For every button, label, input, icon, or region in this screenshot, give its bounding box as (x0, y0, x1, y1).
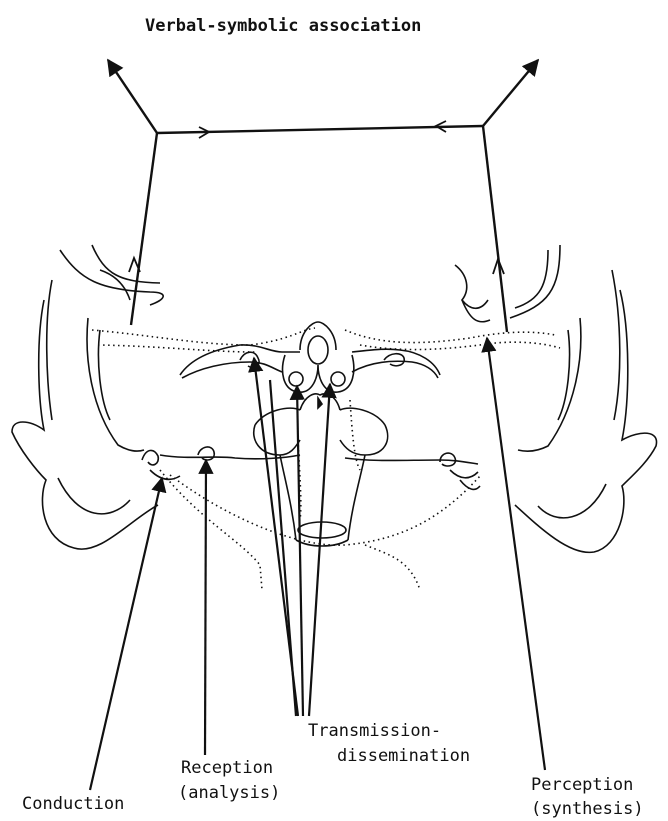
left-vertical-line (131, 133, 157, 325)
perception-label-line1: Perception (531, 775, 633, 795)
perception-label-line2: (synthesis) (531, 799, 644, 819)
transmission-label-line2: dissemination (337, 746, 470, 766)
reception-label-line1: Reception (181, 758, 273, 778)
transmission-line-c (309, 384, 330, 716)
right-up-arrow (483, 60, 538, 126)
association-pathway (108, 60, 538, 332)
transmission-line-b (297, 386, 303, 716)
perception-line (487, 338, 545, 770)
reception-label-line2: (analysis) (178, 783, 280, 803)
reception-line (205, 460, 206, 755)
left-up-arrow (108, 60, 157, 133)
brainstem (142, 322, 480, 546)
conduction-label: Conduction (22, 794, 124, 814)
conduction-line (90, 478, 162, 790)
transmission-label-line1: Transmission- (308, 721, 441, 741)
transmission-line-d (270, 380, 296, 716)
diagram-title: Verbal-symbolic association (145, 16, 421, 36)
